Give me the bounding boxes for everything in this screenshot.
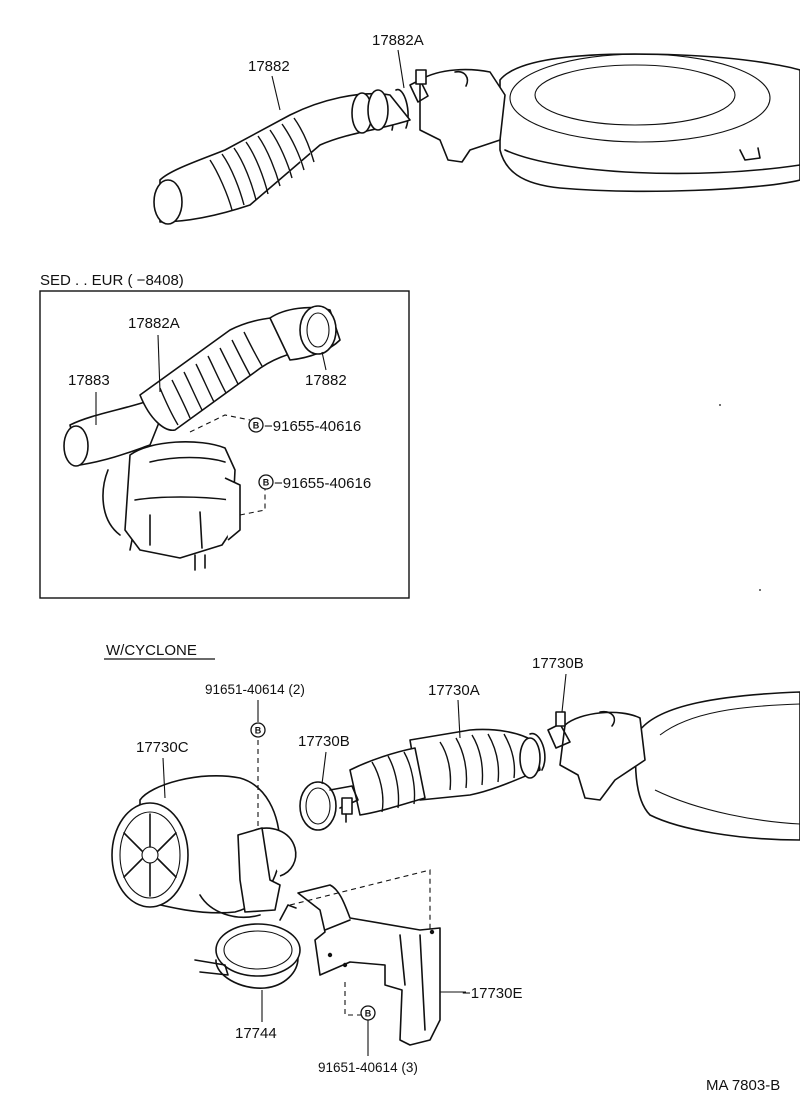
- top-assembly: 17882 17882A: [153, 32, 800, 225]
- air-cleaner-housing-top: [419, 53, 800, 193]
- bracket-17730E: [297, 884, 441, 1046]
- hose-ribs-top: [209, 117, 315, 211]
- label-cyc-17730A: 17730A: [428, 682, 480, 699]
- inset-header: SED . . EUR ( −8408): [40, 272, 184, 289]
- hose-17730A: [349, 728, 541, 816]
- drawing-code: MA 7803-B: [706, 1077, 780, 1094]
- inset-sed-eur: SED . . EUR ( −8408): [39, 272, 410, 599]
- label-inset-17883: 17883: [68, 372, 110, 389]
- cyclone-header: W/CYCLONE: [106, 642, 197, 659]
- svg-text:B: B: [263, 478, 270, 488]
- bolt-symbol-cyclone-top: B: [250, 722, 266, 738]
- bolt-symbol-inset-2: B: [258, 474, 274, 490]
- label-inset-17882: 17882: [305, 372, 347, 389]
- label-cyc-bolt-bottom: 91651-40614 (3): [318, 1060, 418, 1075]
- label-inset-bolt-2: −91655-40616: [274, 475, 371, 492]
- inset-frame: [39, 290, 410, 599]
- cyclone-assembly: W/CYCLONE: [104, 642, 800, 1075]
- bolt-symbol-inset-1: B: [248, 417, 264, 433]
- svg-text:B: B: [253, 421, 260, 431]
- label-17882A-top: 17882A: [372, 32, 424, 49]
- label-cyc-17730E: −17730E: [462, 985, 522, 1002]
- cyclone-cleaner-17730C: [111, 774, 297, 919]
- svg-text:B: B: [255, 726, 262, 736]
- clamp-17730B-left: [299, 781, 359, 831]
- inset-air-box: [102, 441, 241, 571]
- label-cyc-bolt-top: 91651-40614 (2): [205, 682, 305, 697]
- band-17744: [194, 904, 301, 989]
- label-17882-top: 17882: [248, 58, 290, 75]
- inset-hose-17882: [269, 305, 341, 361]
- svg-text:B: B: [365, 1009, 372, 1019]
- label-inset-bolt-1: −91655-40616: [264, 418, 361, 435]
- hose-17882-top: [153, 89, 411, 225]
- label-cyc-17730B-left: 17730B: [298, 733, 350, 750]
- label-cyc-17744: 17744: [235, 1025, 277, 1042]
- label-cyc-17730B-right: 17730B: [532, 655, 584, 672]
- label-cyc-17730C: 17730C: [136, 739, 189, 756]
- label-inset-17882A: 17882A: [128, 315, 180, 332]
- bolt-symbol-cyclone-bottom: B: [360, 1005, 376, 1021]
- air-cleaner-housing-cyclone: [559, 691, 800, 841]
- inset-hose-17883: [63, 401, 161, 467]
